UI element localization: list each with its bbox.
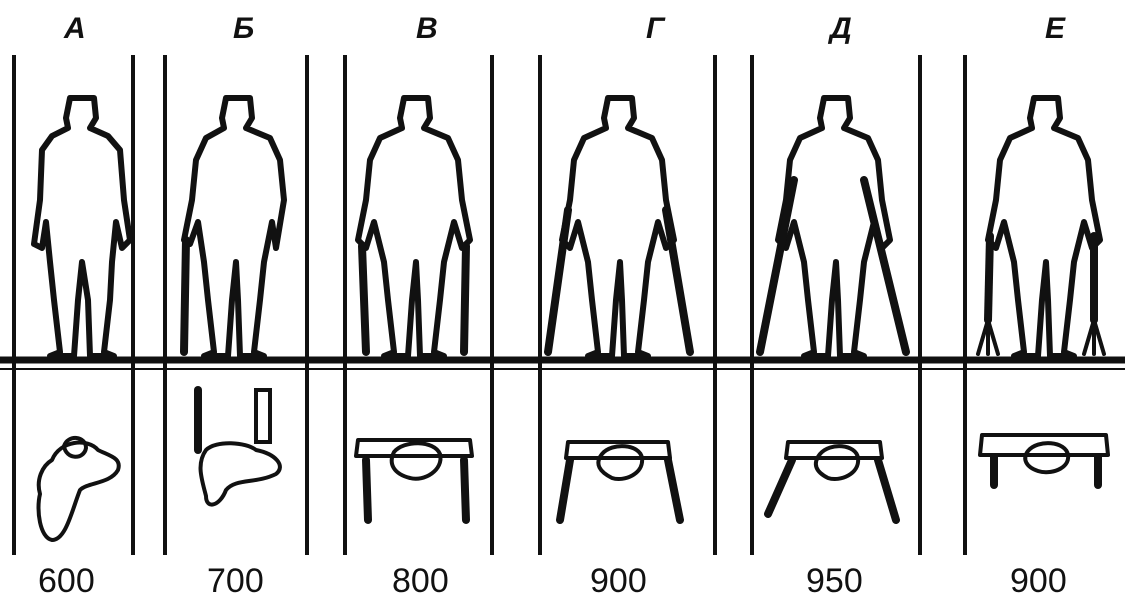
value-g: 900 xyxy=(590,562,647,600)
value-b: 700 xyxy=(207,562,264,600)
figure-b-cane xyxy=(184,98,284,356)
footprint-d xyxy=(768,442,896,520)
figure-v-canes xyxy=(358,98,470,356)
footprint-v xyxy=(356,440,472,520)
value-a: 600 xyxy=(38,562,95,600)
value-d: 950 xyxy=(806,562,863,600)
panel-letter-e: Е xyxy=(1045,12,1066,45)
footprint-a xyxy=(39,438,119,540)
footprint-e xyxy=(980,435,1108,485)
value-e: 900 xyxy=(1010,562,1067,600)
panel-letter-b: Б xyxy=(233,12,254,45)
panel-letter-g: Г xyxy=(646,12,666,45)
panel-letter-v: В xyxy=(416,12,438,45)
figure-a-standing xyxy=(34,98,130,356)
ground-line xyxy=(0,360,1125,369)
figure-d-crutches-wide xyxy=(760,98,906,356)
figure-e-quad-canes xyxy=(978,98,1104,356)
figure-g-crutches xyxy=(548,98,690,356)
value-v: 800 xyxy=(392,562,449,600)
footprint-g xyxy=(560,442,680,520)
panel-letter-d: Д xyxy=(827,12,852,45)
panel-letter-a: А xyxy=(63,12,86,45)
footprint-b xyxy=(198,390,280,505)
